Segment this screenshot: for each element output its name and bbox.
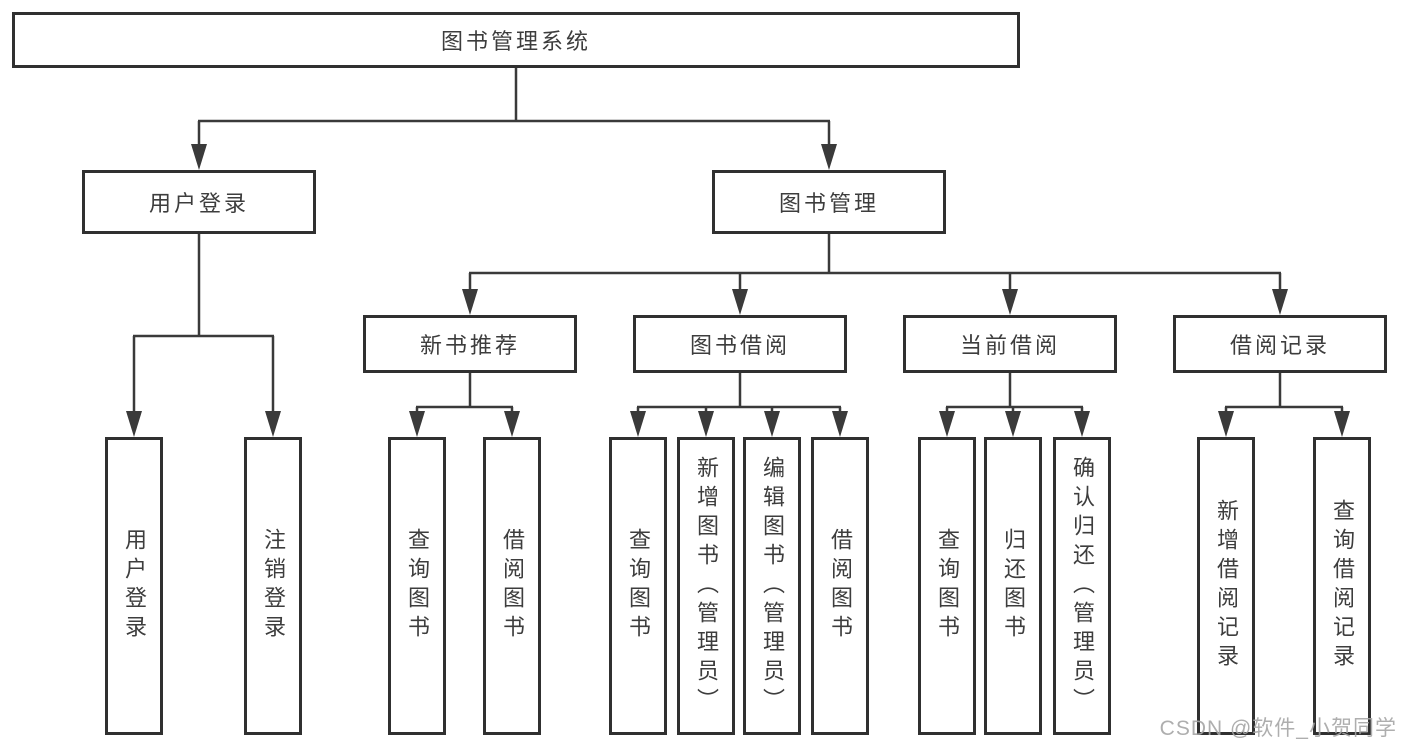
leaf-return-book-label: 归还图书	[1001, 528, 1026, 644]
leaf-query-book-borrow-label: 查询图书	[626, 528, 651, 644]
leaf-query-book-recommend-label: 查询图书	[405, 528, 430, 644]
node-new-book-recommend-label: 新书推荐	[419, 333, 520, 358]
leaf-user-login: 用户登录	[105, 437, 163, 735]
leaf-add-book-admin: 新增图书（管理员）	[677, 437, 735, 735]
node-new-book-recommend: 新书推荐	[363, 315, 577, 373]
node-book-management-label: 图书管理	[778, 191, 879, 216]
leaf-query-borrow-record-label: 查询借阅记录	[1330, 499, 1355, 673]
arrowheads	[126, 144, 1350, 437]
node-borrow-record-label: 借阅记录	[1229, 333, 1330, 358]
leaf-add-book-admin-label: 新增图书（管理员）	[694, 455, 719, 717]
leaf-user-login-label: 用户登录	[122, 528, 147, 644]
leaf-query-book-recommend: 查询图书	[388, 437, 446, 735]
node-borrow-record: 借阅记录	[1173, 315, 1387, 373]
leaf-query-book-borrow: 查询图书	[609, 437, 667, 735]
leaf-add-borrow-record-label: 新增借阅记录	[1214, 499, 1239, 673]
node-root-label: 图书管理系统	[440, 29, 591, 54]
leaf-edit-book-admin: 编辑图书（管理员）	[743, 437, 801, 735]
node-current-borrow: 当前借阅	[903, 315, 1117, 373]
watermark: CSDN @软件_小贺同学	[1159, 717, 1397, 740]
leaf-query-book-current-label: 查询图书	[935, 528, 960, 644]
node-book-management: 图书管理	[712, 170, 946, 234]
node-book-borrow-label: 图书借阅	[689, 333, 790, 358]
node-current-borrow-label: 当前借阅	[959, 333, 1060, 358]
leaf-query-book-current: 查询图书	[918, 437, 976, 735]
node-user-login-label: 用户登录	[148, 191, 249, 216]
leaf-logout-label: 注销登录	[261, 528, 286, 644]
leaf-borrow-book-label: 借阅图书	[828, 528, 853, 644]
node-user-login: 用户登录	[82, 170, 316, 234]
leaf-add-borrow-record: 新增借阅记录	[1197, 437, 1255, 735]
leaf-query-borrow-record: 查询借阅记录	[1313, 437, 1371, 735]
node-root: 图书管理系统	[12, 12, 1020, 68]
leaf-logout: 注销登录	[244, 437, 302, 735]
node-book-borrow: 图书借阅	[633, 315, 847, 373]
leaf-edit-book-admin-label: 编辑图书（管理员）	[760, 455, 785, 717]
leaf-confirm-return-admin: 确认归还（管理员）	[1053, 437, 1111, 735]
leaf-return-book: 归还图书	[984, 437, 1042, 735]
leaf-borrow-book-recommend-label: 借阅图书	[500, 528, 525, 644]
leaf-borrow-book: 借阅图书	[811, 437, 869, 735]
leaf-confirm-return-admin-label: 确认归还（管理员）	[1070, 455, 1095, 717]
leaf-borrow-book-recommend: 借阅图书	[483, 437, 541, 735]
